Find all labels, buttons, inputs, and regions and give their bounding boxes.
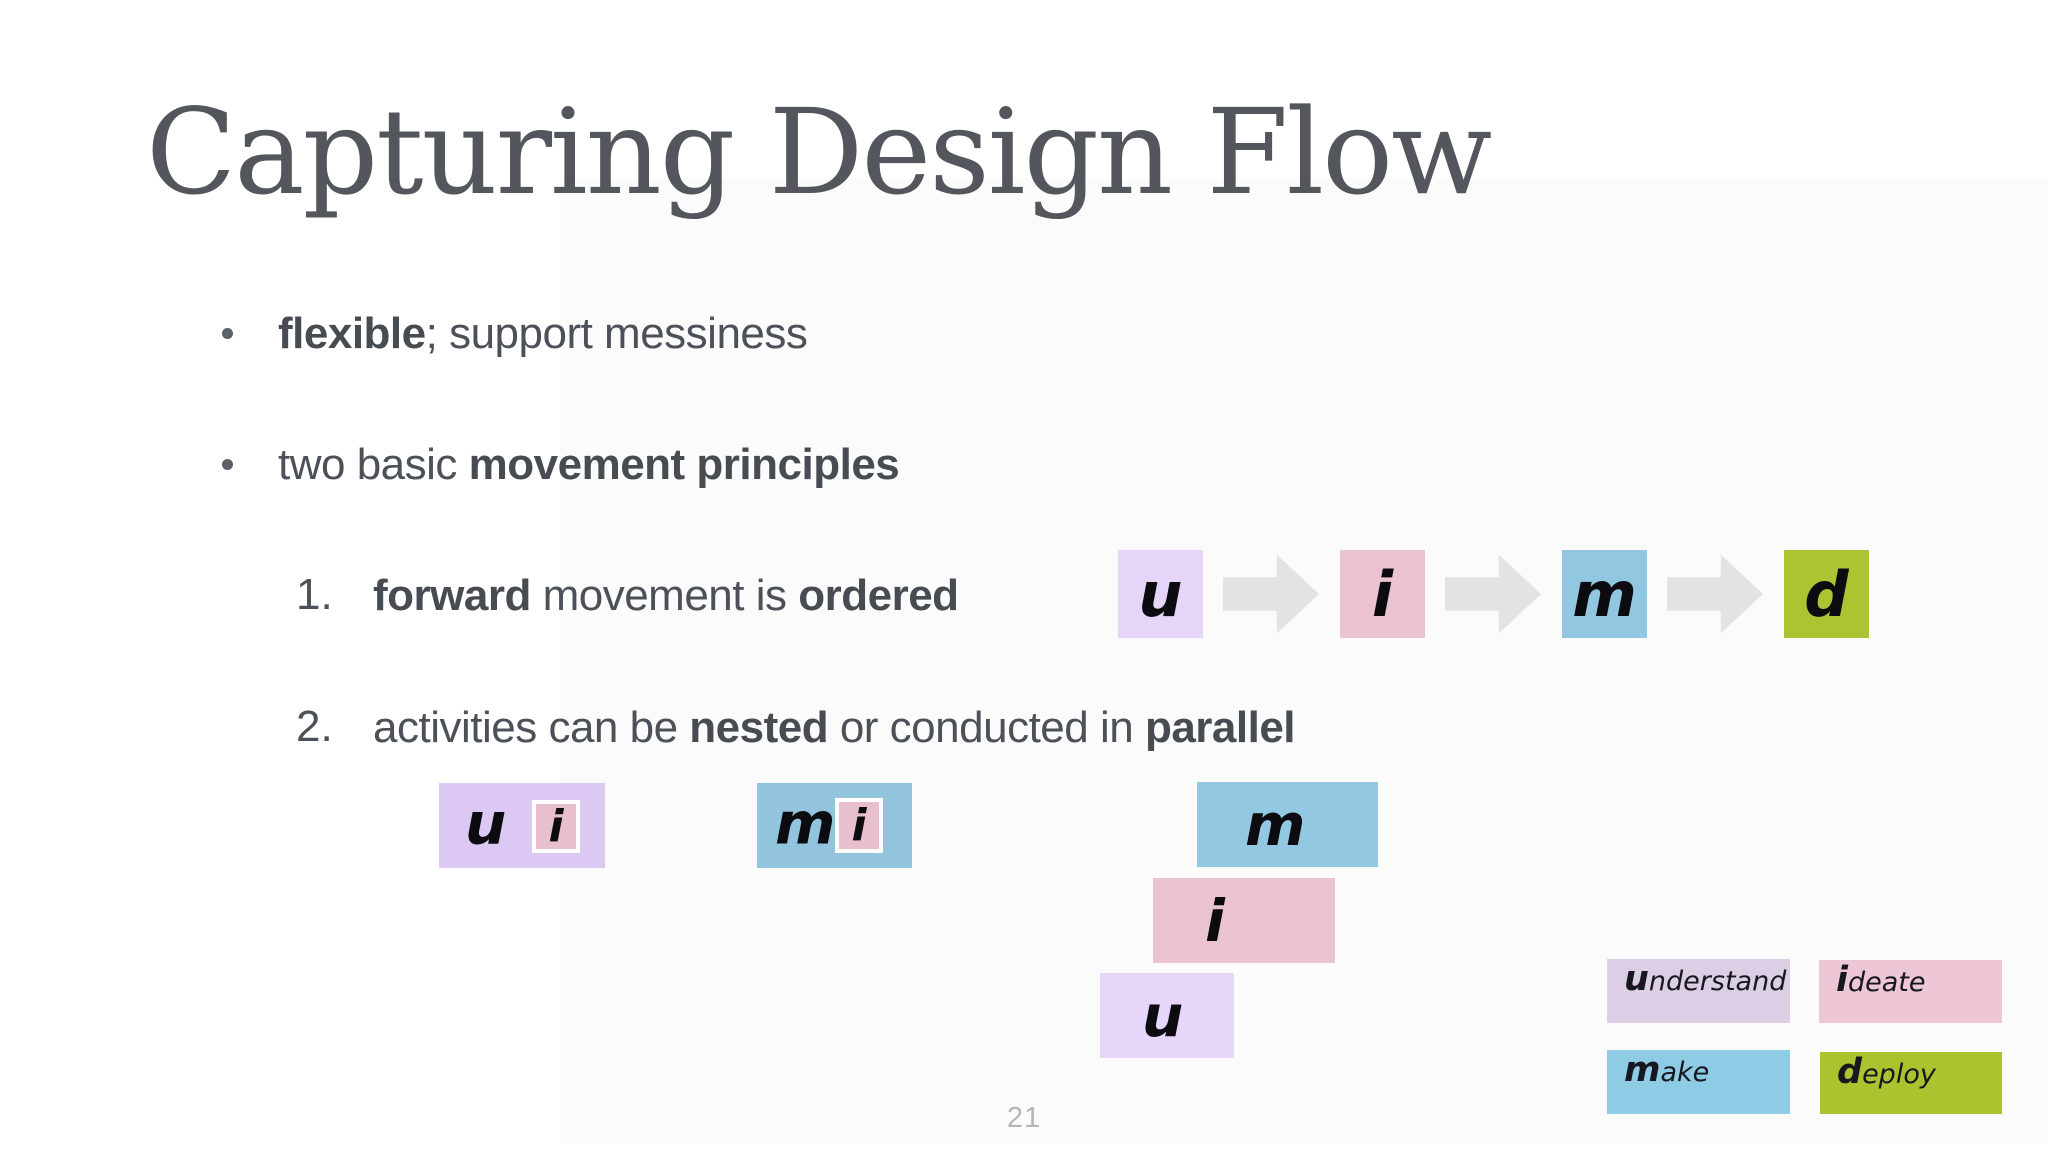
sequence-letter-i: i [1371,557,1394,631]
item2-text: activities can be nested or conducted in… [373,702,1296,755]
legend-make-initial: m [1624,1050,1661,1090]
nested-inner-letter-i: i [548,801,564,852]
bullet-principles-bold: movement principles [468,440,900,489]
item2-bold-parallel: parallel [1144,703,1296,752]
sequence-letter-m: m [1572,557,1637,631]
parallel-box-u: u [1100,973,1234,1058]
sequence-letter-d: d [1804,557,1849,631]
page-number: 21 [1006,1102,1042,1134]
nested-inner-letter-i: i [851,800,867,851]
item2-number: 2. [296,702,333,751]
legend-make-rest: ake [1660,1057,1710,1088]
parallel-letter-i: i [1205,886,1225,955]
nested-outer-letter-m: m [775,788,836,857]
sequence-letter-u: u [1138,557,1183,631]
sequence-box-deploy: d [1784,550,1869,638]
item1-bold-forward: forward [373,571,531,620]
legend-understand-rest: nderstand [1648,966,1787,997]
item2-lead: activities can be [373,703,690,752]
item2-mid: or conducted in [828,703,1145,752]
nested-inner-box-i: i [532,800,580,853]
item1-number: 1. [296,570,333,619]
legend-understand-initial: u [1624,959,1649,999]
item1-mid: movement is [530,571,799,620]
nested-outer-letter-u: u [465,788,507,857]
sequence-box-understand: u [1118,550,1203,638]
parallel-box-m: m [1197,782,1378,867]
item1-text: forward movement is ordered [373,570,959,623]
bullet-flexible-bold: flexible [278,309,426,358]
slide-title: Capturing Design Flow [146,83,1492,221]
nested-box-m-i: m i [757,783,912,868]
legend-deploy-initial: d [1837,1052,1863,1092]
bullet-dot [222,328,233,339]
bullet-flexible-rest: ; support messiness [425,309,808,358]
bullet-principles-lead: two basic [278,440,469,489]
item1-bold-ordered: ordered [798,571,959,620]
legend-ideate-initial: i [1836,960,1848,1000]
sequence-box-ideate: i [1340,550,1425,638]
parallel-letter-m: m [1245,790,1306,859]
nested-inner-box-i: i [835,798,883,853]
bullet-flexible: flexible; support messiness [278,308,808,361]
sequence-box-make: m [1562,550,1647,638]
parallel-letter-u: u [1142,981,1184,1050]
legend-deploy-rest: eploy [1862,1059,1936,1090]
item2-bold-nested: nested [689,703,829,752]
legend-ideate-rest: deate [1848,967,1926,998]
parallel-box-i: i [1153,878,1335,963]
bullet-dot [222,459,233,470]
nested-box-u-i: u i [439,783,605,868]
bullet-principles: two basic movement principles [278,439,900,492]
